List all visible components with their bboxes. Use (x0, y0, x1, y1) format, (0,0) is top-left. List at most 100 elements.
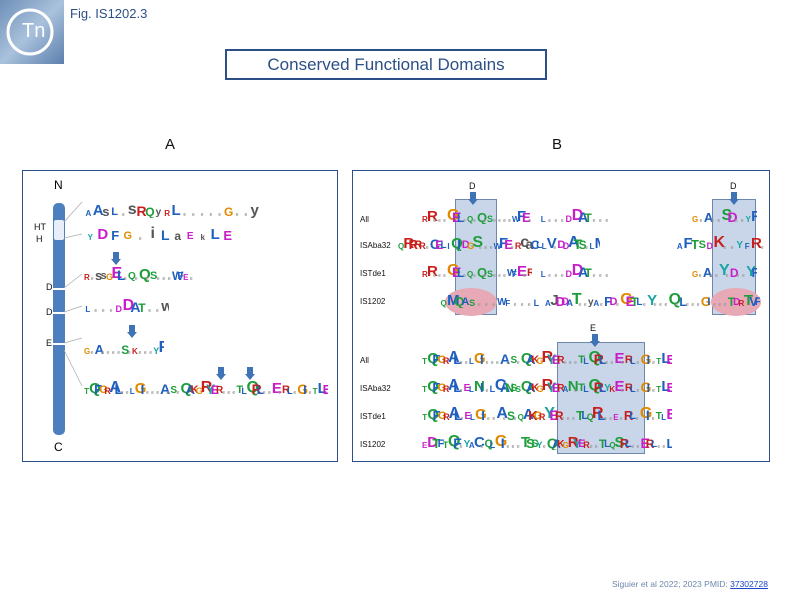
logo-residue: e (293, 390, 297, 396)
logo-residue: A (702, 265, 713, 279)
logo-residue: L (597, 407, 606, 422)
logo-residue: T (584, 266, 592, 279)
logo-residue: e (267, 390, 271, 396)
logo-residue: e (189, 276, 193, 282)
logo-residue: G (692, 215, 699, 224)
logo-residue: L (468, 385, 474, 394)
logo-residue: T (584, 211, 592, 224)
logo-residue: L (598, 381, 607, 394)
logo-residue: E (666, 352, 672, 366)
logo-residue: e (101, 350, 105, 356)
logo-residue: e (734, 218, 738, 224)
logo-residue: e (138, 350, 142, 356)
domain-d-right-label: D (730, 181, 737, 191)
logo-residue: Q (477, 210, 488, 224)
logo-residue: L (533, 298, 540, 308)
panel-a-label: A (165, 136, 176, 153)
logo-residue: e (492, 416, 496, 422)
logo-residue: e (548, 273, 551, 279)
logo-residue: e (487, 416, 490, 422)
logo-residue: L (85, 305, 91, 314)
logo-residue: e (166, 390, 170, 396)
logo-residue: R (624, 354, 633, 366)
logo-residue: S (578, 238, 587, 251)
logo-residue: F (498, 235, 509, 251)
d2-label: D (46, 307, 53, 317)
logo-residue: e (506, 444, 510, 450)
logo-residue: C (530, 238, 540, 251)
logo-residue: R (104, 386, 111, 396)
logo-residue: e (489, 245, 493, 251)
logo-residue: S (614, 434, 625, 450)
logo-residue: L (636, 297, 643, 308)
logo-residue: S (510, 383, 518, 394)
logo-residue: e (636, 360, 640, 366)
logo-residue: W (493, 242, 502, 251)
logo-residue: L (114, 381, 124, 396)
logo-residue: Y (647, 292, 658, 308)
logo-residue: S (170, 385, 177, 396)
logo-residue: E (435, 238, 444, 251)
logo-residue: e (699, 218, 703, 224)
logo-residue: Y (205, 381, 216, 396)
logo-residue: S (510, 355, 518, 366)
logo-residue: e (90, 350, 94, 356)
logo-residue: L (468, 357, 474, 366)
logo-residue: e (227, 390, 231, 396)
logo-residue: e (459, 360, 463, 366)
logo-residue: A (562, 385, 569, 394)
logo-residue: D (562, 241, 570, 251)
logo-residue: T (571, 292, 582, 308)
logo-residue: R (557, 355, 565, 366)
logo-residue: s (127, 202, 137, 218)
logo-residue: E (322, 382, 328, 396)
logo-residue: Y (463, 439, 471, 450)
logo-residue: e (659, 302, 662, 308)
logo-residue: e (513, 302, 517, 308)
logo-residue: D (461, 239, 470, 251)
panel-b-label: B (552, 136, 563, 153)
logo-residue: e (599, 218, 602, 224)
logo-residue: R (427, 263, 438, 279)
hth-label-1: HT (34, 222, 46, 232)
logo-residue: e (120, 390, 124, 396)
logo-residue: Y (87, 233, 93, 242)
domain-d-left-label: D (469, 181, 476, 191)
logo-residue: a (174, 229, 182, 242)
citation: Siguier et al 2022; 2023 PMID: 37302728 (612, 579, 768, 589)
logo-residue: D (565, 214, 572, 224)
logo-residue: Y (546, 351, 557, 366)
logo-residue: w (161, 298, 169, 314)
logo-residue: L (453, 351, 462, 366)
logo-residue: e (480, 444, 484, 450)
logo-residue: e (143, 350, 147, 356)
logo-residue: Q (440, 299, 447, 308)
logo-residue: T (743, 292, 754, 308)
logo-residue: e (94, 308, 97, 314)
logo-residue: R (624, 382, 633, 394)
logo-residue: D (565, 269, 572, 279)
logo-residue: e (643, 302, 646, 308)
figure-label: Fig. IS1202.3 (70, 6, 148, 21)
logo-residue: K (557, 439, 565, 450)
logo-residue: e (620, 388, 624, 394)
logo-residue: e (463, 273, 466, 279)
logo-residue: e (222, 390, 226, 396)
logo-residue: Y (544, 406, 555, 422)
logo-residue: y (250, 202, 259, 218)
logo-residue: K (713, 235, 726, 251)
logo-residue: e (493, 273, 496, 279)
logo-residue: Q (517, 413, 524, 422)
logo-residue: e (151, 390, 154, 396)
logo-residue: F (751, 265, 757, 279)
logo-residue: E (463, 383, 471, 394)
pmid-link[interactable]: 37302728 (730, 579, 768, 589)
logo-residue: L (160, 227, 170, 242)
logo-residue: e (723, 302, 727, 308)
logo-residue: F (432, 352, 441, 366)
